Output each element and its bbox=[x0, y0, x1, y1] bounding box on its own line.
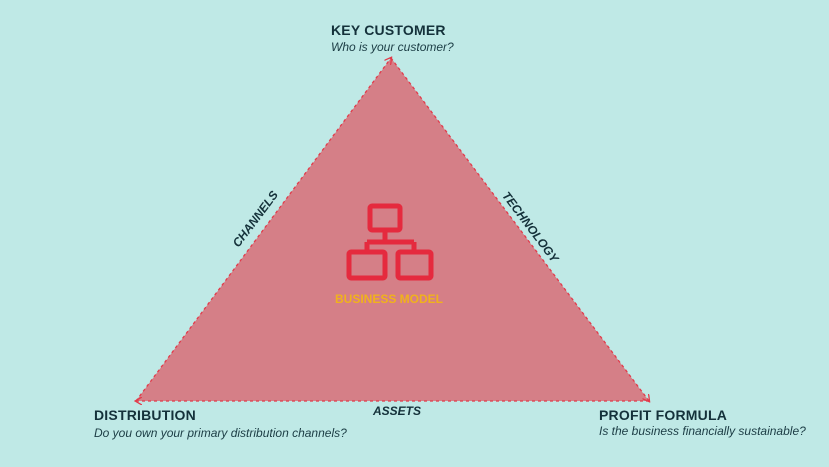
profit-formula-title: PROFIT FORMULA bbox=[599, 407, 728, 423]
edge-label-assets: ASSETS bbox=[373, 404, 422, 418]
hierarchy-icon bbox=[346, 203, 434, 281]
profit-formula-subtitle: Is the business financially sustainable? bbox=[599, 424, 806, 438]
edge-channels bbox=[135, 58, 391, 402]
key-customer-subtitle: Who is your customer? bbox=[331, 40, 454, 54]
distribution-subtitle: Do you own your primary distribution cha… bbox=[94, 426, 347, 440]
key-customer-title: KEY CUSTOMER bbox=[331, 22, 446, 38]
distribution-title: DISTRIBUTION bbox=[94, 407, 196, 423]
business-model-label: BUSINESS MODEL bbox=[335, 292, 444, 306]
